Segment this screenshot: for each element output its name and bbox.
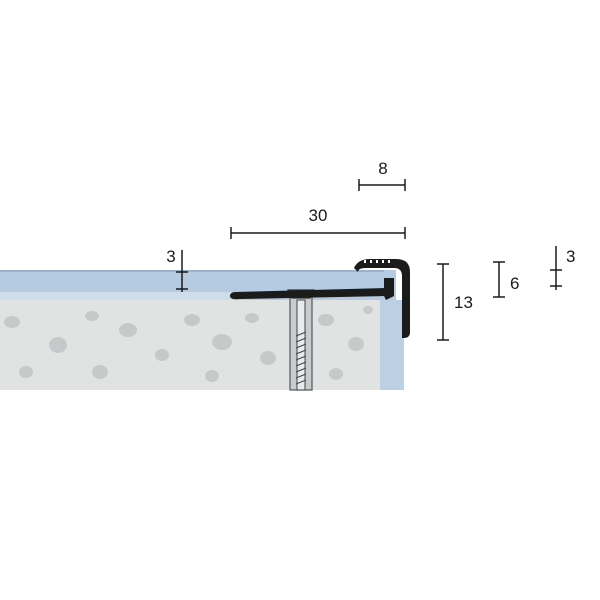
insert-groove — [388, 260, 390, 263]
pebble — [49, 337, 67, 353]
dim-label-insert-thickness: 3 — [566, 247, 575, 266]
pebble — [318, 314, 334, 326]
screed-pebbles — [4, 306, 373, 382]
thread-line — [295, 337, 307, 343]
profile-nose — [354, 259, 410, 338]
pebble — [85, 311, 99, 321]
pebble — [4, 316, 20, 328]
pebble — [245, 313, 259, 323]
screed-front-edge — [380, 300, 404, 390]
screw-thread — [295, 331, 307, 385]
profile-inner-leg — [384, 278, 394, 300]
stair-nosing-profile — [230, 259, 410, 338]
insert-groove — [364, 260, 366, 263]
pebble — [363, 306, 373, 314]
pebble — [155, 349, 169, 361]
dimension-covering-thickness — [176, 250, 188, 292]
dimension-insert-height — [493, 261, 505, 298]
pebble — [19, 366, 33, 378]
dimension-nose-width — [358, 179, 406, 191]
thread-line — [295, 349, 307, 355]
pebble — [92, 365, 108, 379]
dimension-total-height — [437, 263, 449, 341]
dim-label-flange-length: 30 — [309, 206, 328, 225]
pebble — [119, 323, 137, 337]
screw-shank — [296, 299, 306, 391]
insert-groove — [370, 260, 372, 263]
covering-underlay — [0, 292, 232, 300]
thread-line — [295, 331, 307, 337]
dim-label-covering-thickness: 3 — [166, 247, 175, 266]
pebble — [184, 314, 200, 326]
thread-line — [295, 373, 307, 379]
dimension-flange-length — [230, 227, 406, 239]
insert-groove — [382, 260, 384, 263]
thread-line — [295, 361, 307, 367]
thread-line — [295, 355, 307, 361]
dim-label-total-height: 13 — [454, 293, 473, 312]
pebble — [205, 370, 219, 382]
pebble — [212, 334, 232, 350]
dim-label-nose-width: 8 — [378, 159, 387, 178]
thread-line — [295, 343, 307, 349]
pebble — [260, 351, 276, 365]
profile-flange — [230, 288, 386, 300]
screed-substrate — [0, 300, 404, 390]
pebble — [329, 368, 343, 380]
dimension-insert-thickness — [550, 246, 562, 290]
floor-covering-top-edge — [0, 270, 384, 272]
pebble — [348, 337, 364, 351]
dim-label-insert-height: 6 — [510, 274, 519, 293]
anchor-dowel — [287, 289, 315, 391]
insert-groove — [376, 260, 378, 263]
thread-line — [295, 367, 307, 373]
non-slip-insert-grooves — [364, 260, 390, 263]
thread-line — [295, 379, 307, 385]
